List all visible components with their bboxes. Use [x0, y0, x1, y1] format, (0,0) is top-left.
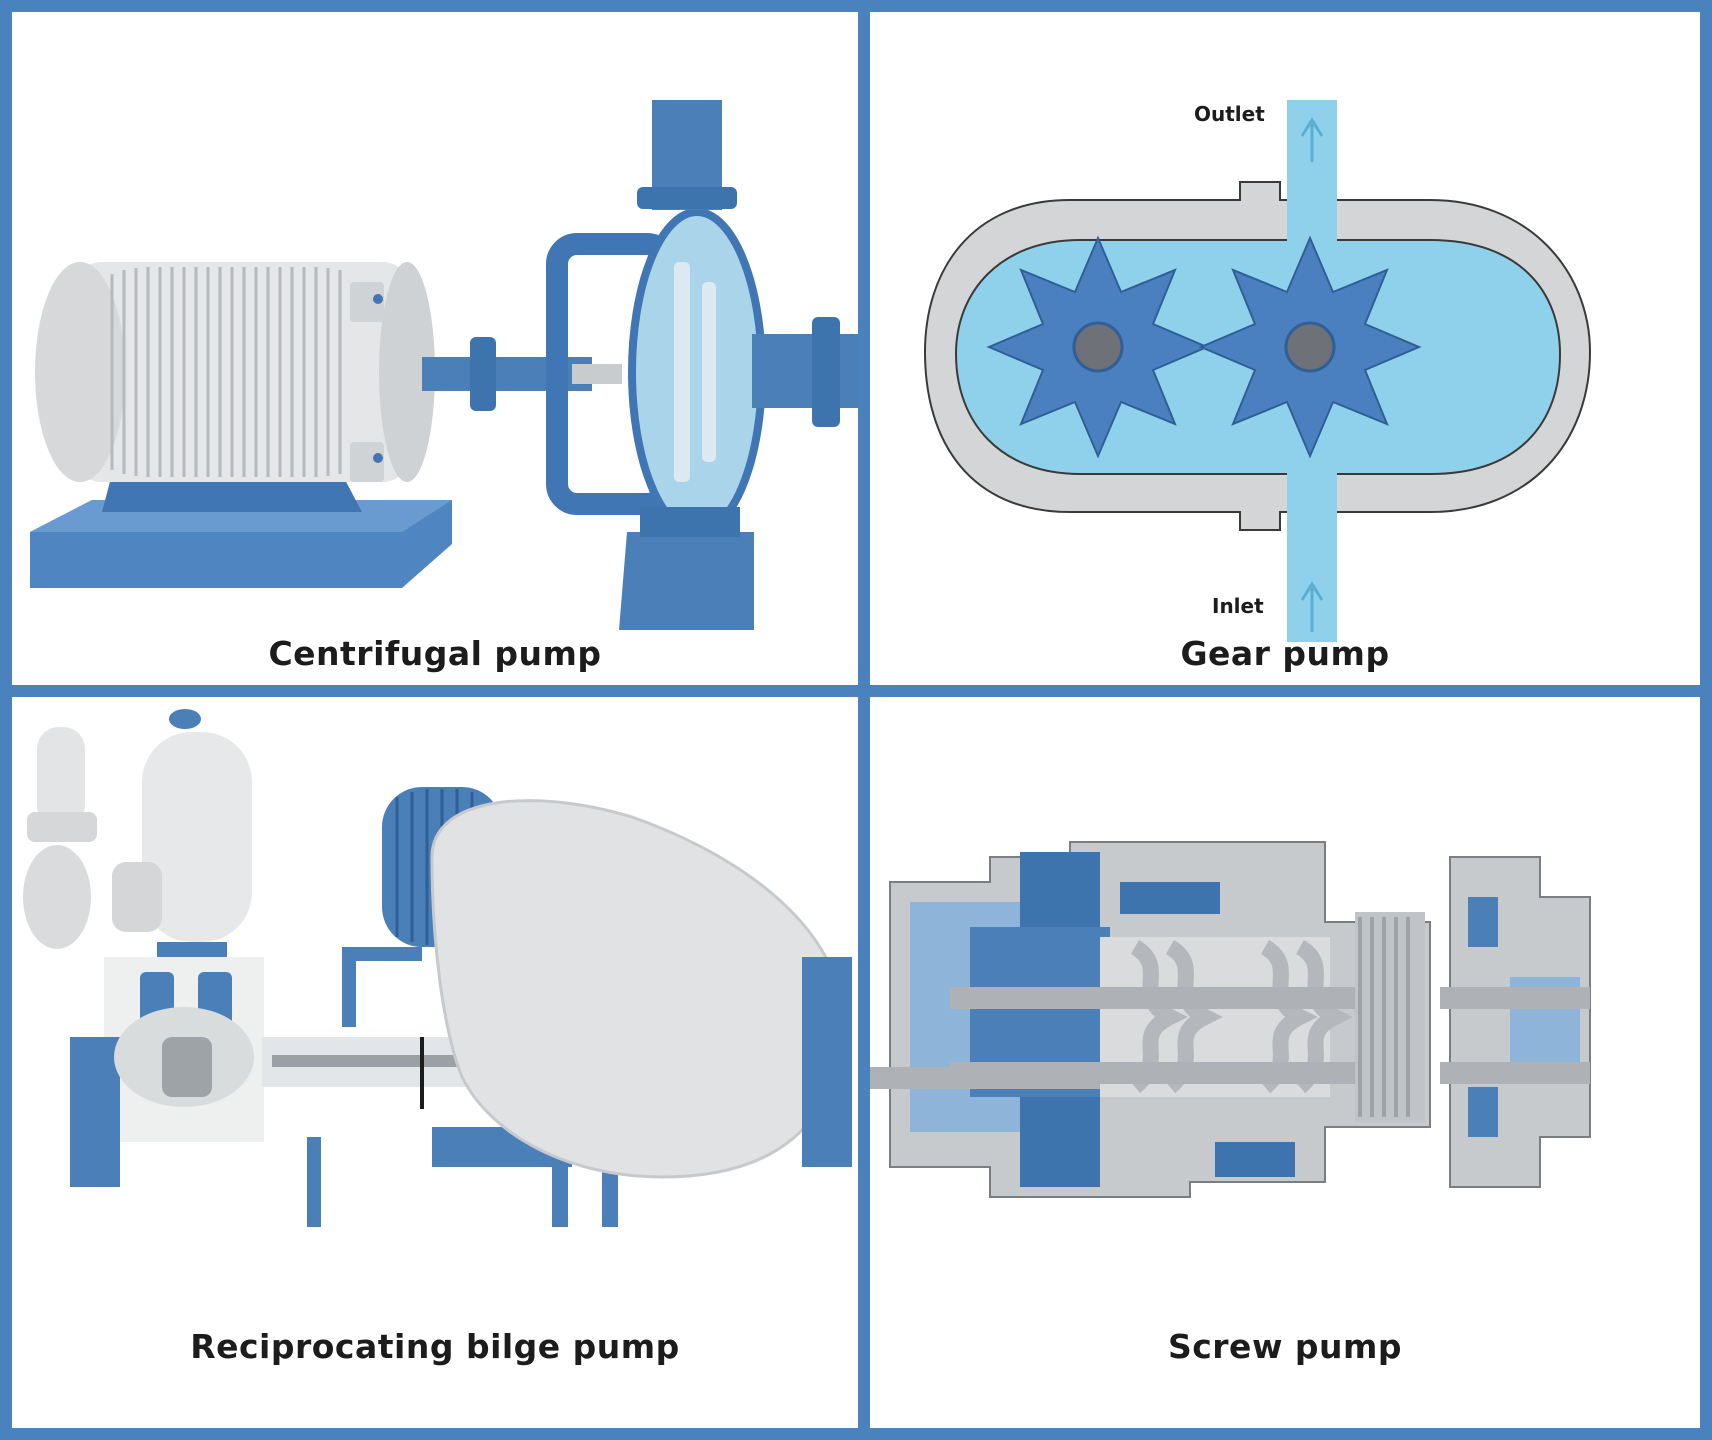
motor-frame: [342, 947, 422, 961]
belt-guard: [430, 799, 844, 1179]
piston-rod: [272, 1055, 492, 1067]
inlet-label: Inlet: [1212, 594, 1264, 618]
motor-lug-top: [350, 282, 384, 322]
screw-pump-caption: Screw pump: [1167, 1327, 1403, 1366]
pump-volute: [628, 208, 766, 536]
impeller: [674, 262, 716, 482]
right-gear-hub: [1284, 321, 1336, 373]
reciprocating-pump-panel: Reciprocating bilge pump: [12, 697, 858, 1428]
suction-pipe: [752, 334, 858, 408]
reciprocating-pump-caption: Reciprocating bilge pump: [190, 1327, 680, 1366]
motor-end-cap: [35, 262, 125, 482]
gear-pump-diagram: [923, 100, 1592, 642]
motor-cooling-fins: [110, 267, 342, 477]
screw-pump-cutaway: [870, 841, 1591, 1198]
centrifugal-pump-caption: Centrifugal pump: [268, 634, 602, 673]
vessel-flange: [157, 942, 227, 958]
coupling-flange: [470, 337, 496, 411]
inlet-arrow: [1300, 581, 1324, 632]
motor-feet: [102, 474, 362, 512]
guard-support: [802, 957, 852, 1167]
shaft-seal-stack: [1355, 912, 1425, 1122]
outlet-channel: [1287, 100, 1337, 242]
crank-wheel: [162, 1037, 212, 1097]
reciprocating-pump-illustration: [23, 709, 852, 1227]
relief-valve: [37, 727, 85, 827]
outlet-arrow: [1300, 117, 1324, 162]
gear-pump-panel: Outlet Inlet Gear pump: [870, 12, 1700, 685]
outlet-label: Outlet: [1194, 102, 1265, 126]
screw-pump-panel: Screw pump: [870, 697, 1700, 1428]
frame-leg: [307, 1137, 321, 1227]
motor-lug-bottom: [350, 442, 384, 482]
gear-pump-caption: Gear pump: [1180, 634, 1390, 673]
air-vessel: [142, 732, 252, 942]
pump-pedestal: [619, 532, 754, 630]
centrifugal-pump-panel: Centrifugal pump: [12, 12, 858, 685]
idler-shaft: [950, 987, 1370, 1009]
valve-flange: [23, 845, 91, 949]
centrifugal-pump-illustration: [30, 100, 858, 630]
side-bracket: [70, 1037, 120, 1187]
left-gear-hub: [1072, 321, 1124, 373]
